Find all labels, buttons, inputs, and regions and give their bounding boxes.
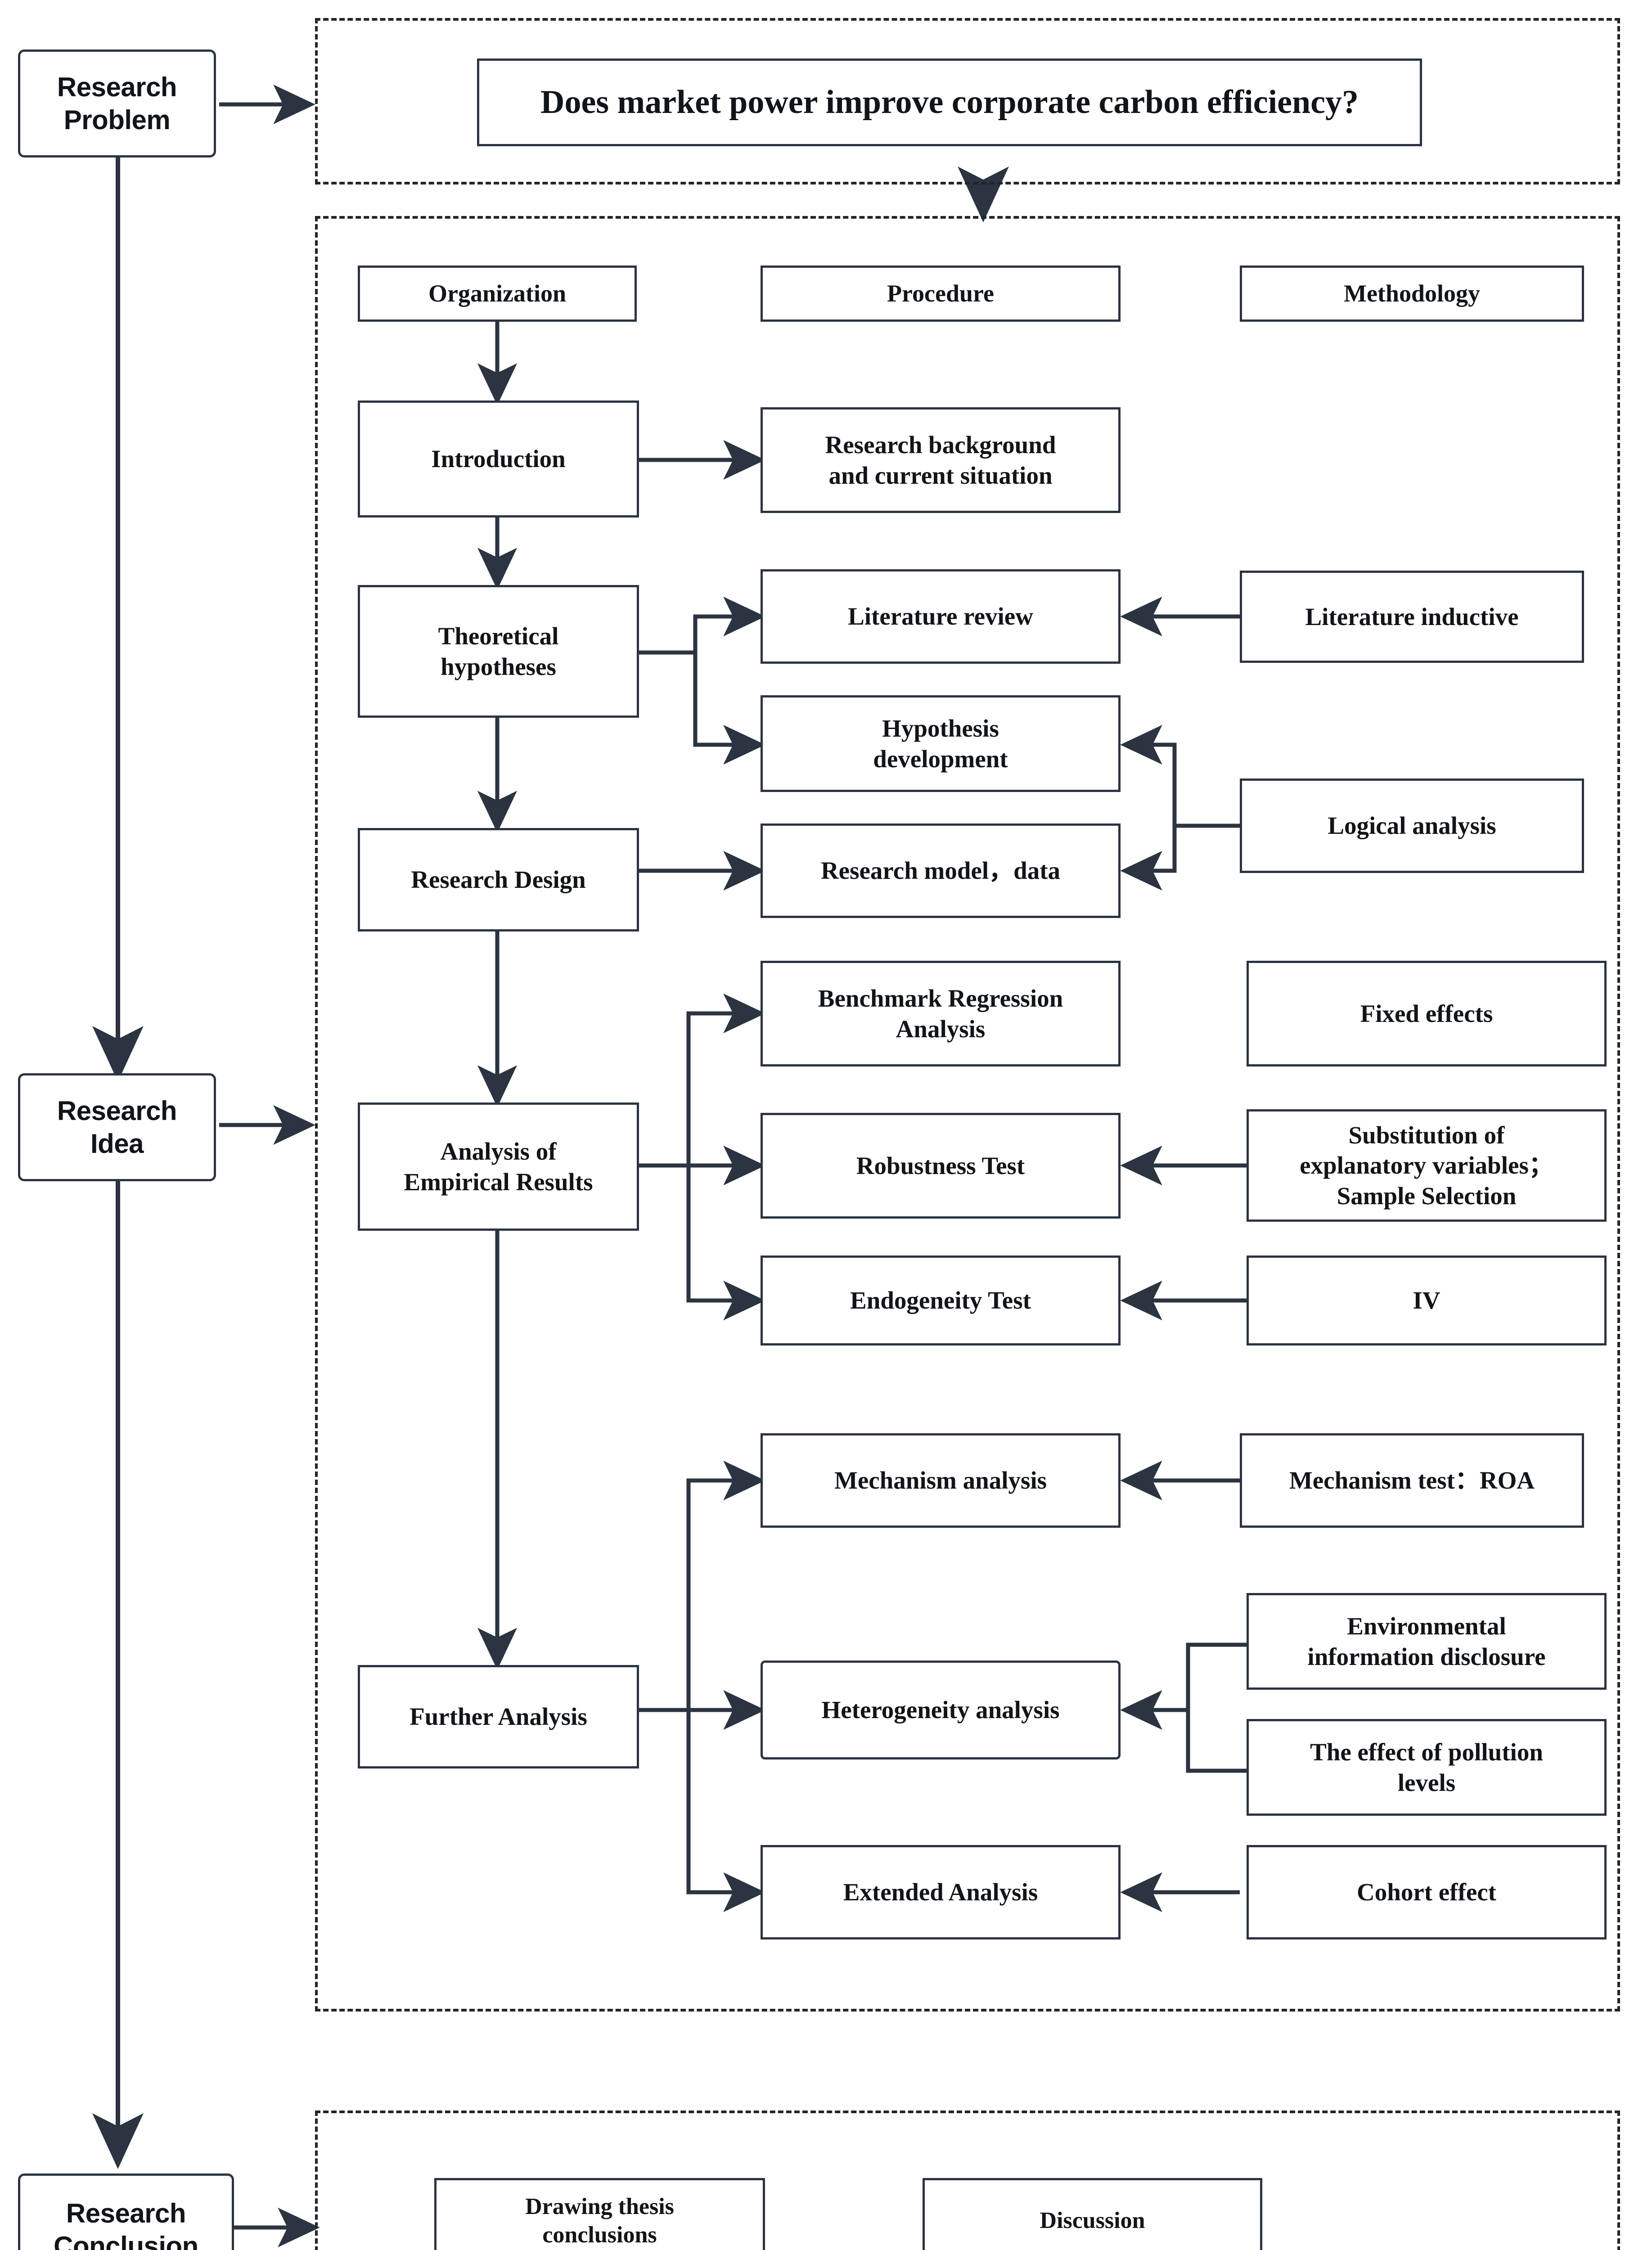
proc-literature-review-label: Literature review <box>848 603 1033 630</box>
meth-fixed-effects[interactable]: Fixed effects <box>1247 961 1607 1066</box>
meth-literature-inductive[interactable]: Literature inductive <box>1240 571 1584 663</box>
meth-cohort-effect-label: Cohort effect <box>1357 1878 1496 1906</box>
meth-mechanism-test-roa[interactable]: Mechanism test：ROA <box>1240 1433 1584 1528</box>
proc-mechanism-analysis-label: Mechanism analysis <box>834 1467 1047 1494</box>
column-header-organization: Organization <box>358 266 637 322</box>
proc-robustness-test-label: Robustness Test <box>856 1152 1025 1179</box>
research-idea-group <box>315 216 1620 2012</box>
research-conclusion-group <box>315 2110 1620 2250</box>
proc-robustness-test[interactable]: Robustness Test <box>761 1113 1121 1219</box>
proc-heterogeneity-analysis-label: Heterogeneity analysis <box>821 1696 1060 1724</box>
meth-fixed-effects-label: Fixed effects <box>1360 999 1493 1027</box>
meth-cohort-effect[interactable]: Cohort effect <box>1247 1845 1607 1940</box>
org-further-analysis-label: Further Analysis <box>410 1703 587 1731</box>
meth-iv-label: IV <box>1413 1287 1440 1314</box>
meth-mechanism-test-roa-label: Mechanism test：ROA <box>1289 1467 1535 1494</box>
proc-endogeneity-test[interactable]: Endogeneity Test <box>761 1256 1121 1346</box>
meth-iv[interactable]: IV <box>1247 1256 1607 1346</box>
org-research-design[interactable]: Research Design <box>358 828 639 932</box>
column-header-methodology: Methodology <box>1240 266 1584 322</box>
meth-logical-analysis[interactable]: Logical analysis <box>1240 778 1584 873</box>
concl-discussion-label: Discussion <box>1040 2208 1145 2234</box>
proc-heterogeneity-analysis[interactable]: Heterogeneity analysis <box>761 1660 1121 1760</box>
column-header-organization-label: Organization <box>428 279 566 307</box>
proc-research-model-data-label: Research model，data <box>820 857 1061 885</box>
meth-literature-inductive-label: Literature inductive <box>1305 603 1519 630</box>
proc-extended-analysis[interactable]: Extended Analysis <box>761 1845 1121 1940</box>
column-header-procedure: Procedure <box>761 266 1121 322</box>
meth-logical-analysis-label: Logical analysis <box>1328 812 1496 840</box>
org-research-design-label: Research Design <box>411 866 586 894</box>
research-question-text: Does market power improve corporate carb… <box>540 84 1359 121</box>
org-introduction-label: Introduction <box>431 445 566 473</box>
org-further-analysis[interactable]: Further Analysis <box>358 1665 639 1768</box>
proc-extended-analysis-label: Extended Analysis <box>843 1878 1038 1906</box>
proc-research-model-data[interactable]: Research model，data <box>761 824 1121 918</box>
proc-endogeneity-test-label: Endogeneity Test <box>850 1287 1031 1314</box>
column-header-procedure-label: Procedure <box>887 279 994 307</box>
column-header-methodology-label: Methodology <box>1344 279 1480 307</box>
concl-discussion[interactable]: Discussion <box>923 2178 1262 2250</box>
org-introduction[interactable]: Introduction <box>358 400 639 518</box>
proc-mechanism-analysis[interactable]: Mechanism analysis <box>761 1433 1121 1528</box>
research-question-box[interactable]: Does market power improve corporate carb… <box>477 58 1422 146</box>
proc-literature-review[interactable]: Literature review <box>761 569 1121 664</box>
research-problem-group <box>315 18 1620 184</box>
